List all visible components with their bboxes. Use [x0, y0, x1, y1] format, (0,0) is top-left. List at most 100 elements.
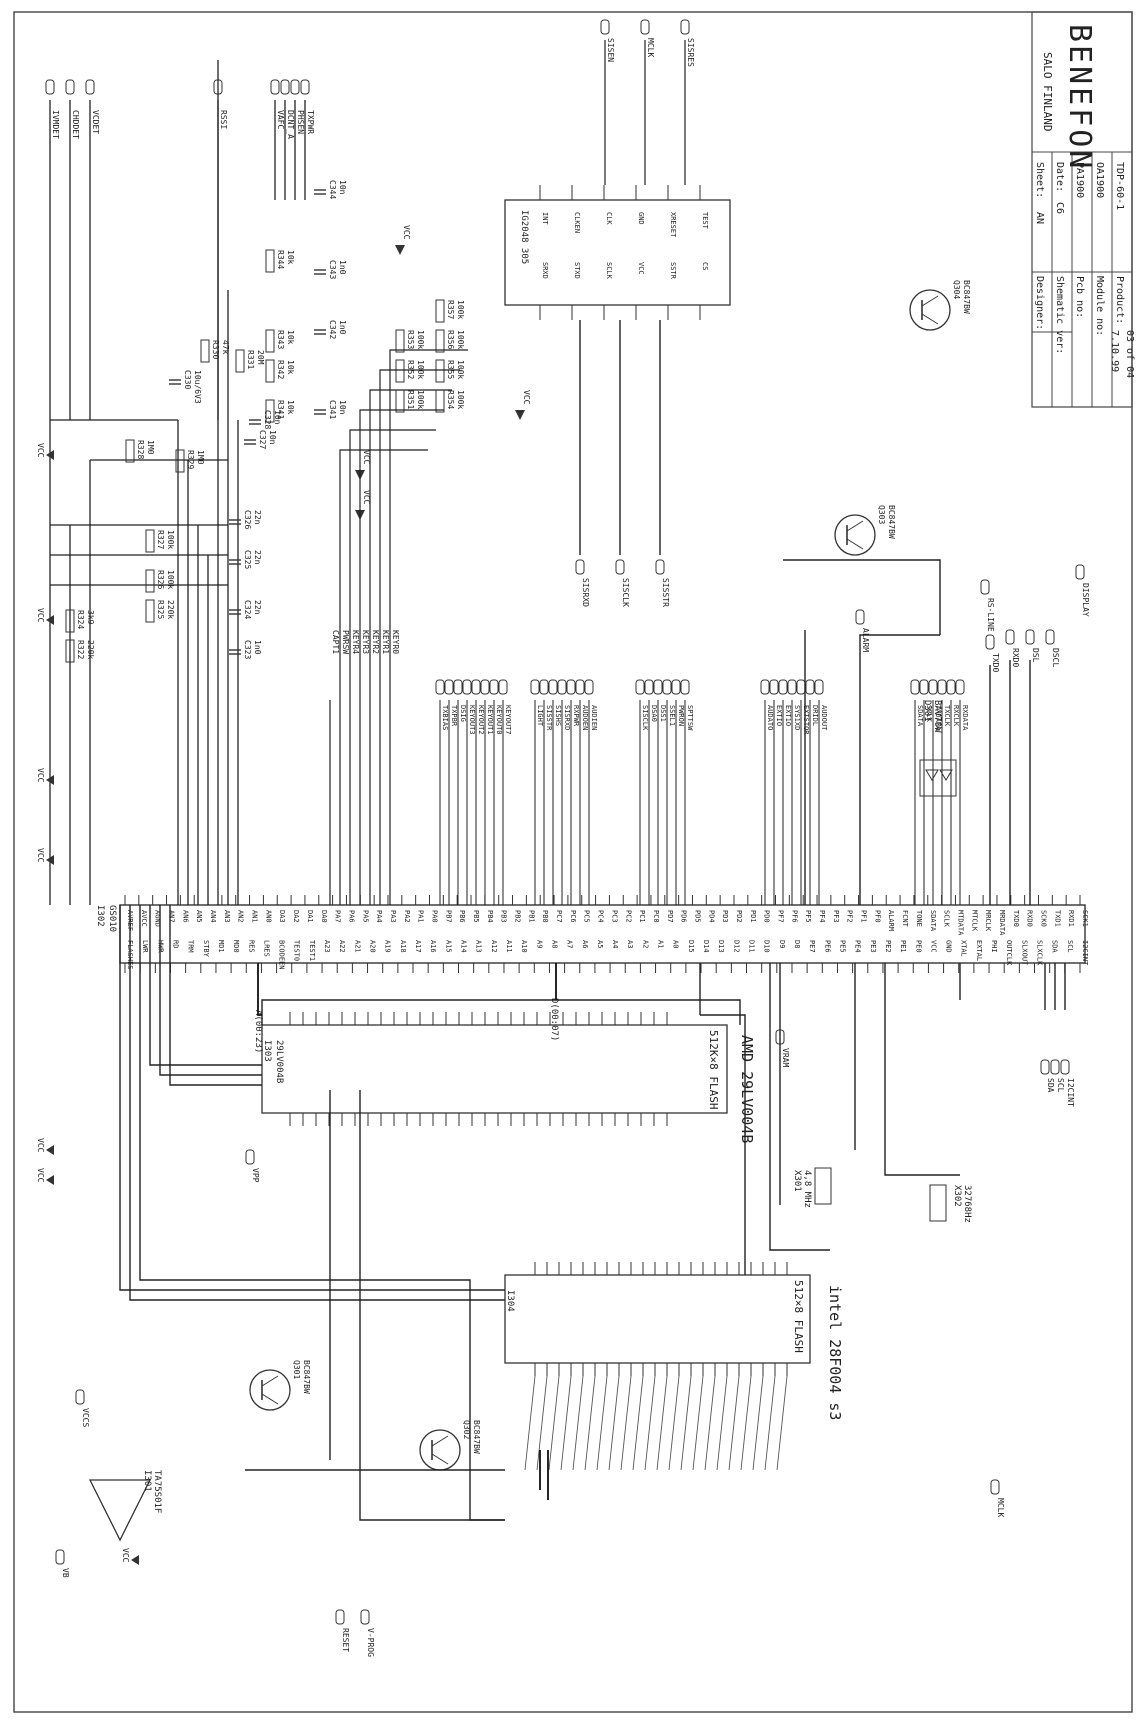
- main-ic-rpin-30: A6: [581, 940, 589, 948]
- net-flag-dscl-label: DSCL: [1051, 648, 1060, 667]
- net_group_pb-flag-1: [444, 679, 454, 695]
- main-ic-pin-21: PA1: [417, 910, 425, 923]
- main-ic-rpin-18: A18: [399, 940, 407, 953]
- keypad-net-5: KEYR1: [381, 630, 390, 654]
- vcc-symbol-3-label: VCC: [36, 848, 45, 863]
- main-ic-pin-26: PB4: [486, 910, 494, 923]
- signal-ivmdet: IVMDET: [51, 110, 60, 139]
- resistor-r342-ref: R342: [276, 360, 285, 379]
- main-ic-rpin-23: A13: [475, 940, 483, 953]
- main-ic-pin-17: PA5: [361, 910, 369, 923]
- keypad-net-4: KEYR2: [371, 630, 380, 654]
- signal-flag-4: [270, 79, 280, 95]
- signal-flag-0: [45, 79, 55, 95]
- net_group_pd-net-4: PWRON: [677, 705, 685, 726]
- main-ic-pin-48: PF6: [790, 910, 798, 923]
- main-ic-rpin-27: A9: [535, 940, 543, 948]
- main-ic-pin-5: AN5: [195, 910, 203, 923]
- amd-caption: AMD 29LV004B: [738, 1035, 756, 1143]
- main-ic-rpin-19: A17: [414, 940, 422, 953]
- main-ic-pin-55: ALARM: [887, 910, 895, 931]
- crystal-x302-ref: X302: [952, 1185, 962, 1207]
- net_group_pd-net-3: SSEL1: [668, 705, 676, 726]
- main-ic-pin-9: AN1: [251, 910, 259, 923]
- net-flag-mclk-label: MCLK: [996, 1498, 1005, 1517]
- capacitor-c323-value: 1n0: [253, 640, 262, 655]
- i306-net-5: SISSTR: [655, 559, 670, 607]
- main-ic-rpin-5: STBY: [202, 940, 210, 958]
- main-ic-pin-14: DA0: [320, 910, 328, 923]
- main-ic-part: GS010: [107, 905, 117, 932]
- diode-d301: D301 BAV70W: [919, 700, 957, 797]
- main-ic-rpin-22: A14: [459, 940, 467, 953]
- tb-label-designer: Designer:: [1034, 276, 1045, 330]
- vcc-top-0-label: VCC: [402, 225, 411, 240]
- i306-net-4-label: SISCLK: [621, 578, 630, 607]
- main-ic-pin-12: DA2: [292, 910, 300, 923]
- signal-rssi: RSSI: [219, 110, 228, 129]
- intel-size: 512×8 FLASH: [792, 1280, 805, 1353]
- net-flag-rxd0-label: RXD0: [1011, 648, 1020, 667]
- main-ic-rpin-38: D14: [702, 940, 710, 953]
- main-ic-rpin-24: A12: [490, 940, 498, 953]
- resistor-r356-ref: R356: [446, 330, 455, 349]
- main-ic-pin-39: PD7: [666, 910, 674, 923]
- tb-label-module: Module no:: [1094, 276, 1105, 336]
- capacitor-c343-value: 1n0: [338, 260, 347, 275]
- main-ic-pin-36: PC2: [624, 910, 632, 923]
- main-ic-rpin-34: A2: [641, 940, 649, 948]
- main-ic-rpin-6: MD1: [217, 940, 225, 953]
- main-ic-rpin-1: LWR: [141, 940, 149, 953]
- company-name: BENEFON: [1062, 24, 1097, 171]
- main-ic-pin-22: PA0: [430, 910, 438, 923]
- net_group_mt-flag-3: [937, 679, 947, 695]
- main-ic-rpin-31: A5: [596, 940, 604, 948]
- net_group_pc-flag-6: [584, 679, 594, 695]
- vcc-top-2: VCC: [355, 450, 371, 480]
- resistor-r330-ref: R330: [211, 340, 220, 359]
- resistor-r344-value: 10k: [286, 250, 295, 265]
- capacitor-c330-ref: C330: [183, 370, 192, 389]
- net_group_pd-flag-0: [635, 679, 645, 695]
- net_group_pd-net-2: DSS1: [659, 705, 667, 722]
- net_group_pf-flag-2: [778, 679, 788, 695]
- intel-caption: intel 28F004 s3: [826, 1285, 844, 1420]
- signal-vafc: VAFC: [276, 110, 285, 129]
- main-ic-rpin-60: SLXCLK: [1036, 940, 1044, 966]
- main-ic-pin-29: PB1: [527, 910, 535, 923]
- vcc-symbol-3: VCC: [36, 848, 54, 865]
- resistor-r343-ref: R343: [276, 330, 285, 349]
- main-ic-rpin-43: D9: [778, 940, 786, 948]
- i306-net-1: MCLK: [640, 19, 655, 57]
- resistor-r325-ref: R325: [156, 600, 165, 619]
- capacitor-c324-ref: C324: [243, 600, 252, 619]
- resistor-r331-ref: R331: [246, 350, 255, 369]
- crystals: X301 4,8 MHz X302 32768Hz: [792, 1167, 972, 1223]
- net_group_mt-net-3: TXCLK: [943, 705, 951, 727]
- bus-label-addr: A(00:23): [253, 1010, 263, 1053]
- diode-part: BAV70W: [932, 700, 942, 733]
- i306-net-2: SISRES: [680, 19, 695, 67]
- capacitor-c343-ref: C343: [328, 260, 337, 279]
- tb-label-pcb: Pcb no:: [1074, 276, 1085, 318]
- main-ic-pin-25: PB5: [472, 910, 480, 923]
- main-ic-rpin-58: OUTCLK: [1005, 940, 1013, 966]
- net_group_pd-flag-2: [653, 679, 663, 695]
- net-flag-dsl: DSL: [1025, 629, 1040, 663]
- capacitor-c325-ref: C325: [243, 550, 252, 569]
- tb-value-designer: AN: [1034, 212, 1045, 224]
- main-ic-rpin-47: PE5: [838, 940, 846, 953]
- main-ic-rpin-33: A3: [626, 940, 634, 948]
- main-ic-pin-8: AN2: [237, 910, 245, 923]
- main-ic-pin-64: TXD0: [1012, 910, 1020, 927]
